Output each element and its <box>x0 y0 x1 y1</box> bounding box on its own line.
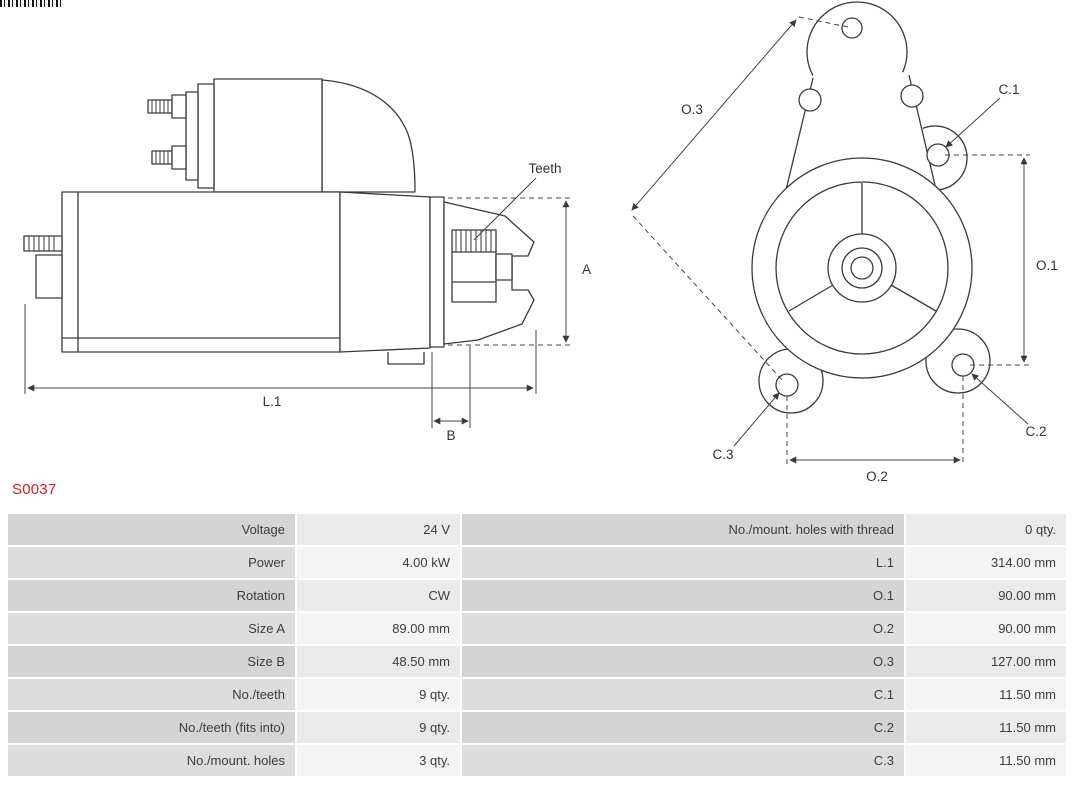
teeth-label: Teeth <box>528 161 561 176</box>
solenoid-body <box>213 78 323 193</box>
dim-c3-label: C.3 <box>712 447 733 462</box>
dim-c2-label: C.2 <box>1025 424 1046 439</box>
terminal-stud-top-threads <box>151 100 169 113</box>
spec-label: Size B <box>8 646 295 677</box>
housing-foot <box>387 352 425 365</box>
spec-label: O.1 <box>462 580 904 611</box>
solenoid-cap-flange <box>197 83 215 189</box>
mount-flange <box>429 196 445 348</box>
front-view-dimensions <box>631 16 1030 466</box>
starter-side-view <box>23 78 535 365</box>
table-row: Size B 48.50 mm O.3 127.00 mm <box>8 646 1066 677</box>
dim-o1-label: O.1 <box>1036 258 1058 273</box>
table-row: No./teeth (fits into) 9 qty. C.2 11.50 m… <box>8 712 1066 743</box>
spec-label: No./mount. holes with thread <box>462 514 904 545</box>
leader-c2 <box>971 373 1029 425</box>
terminal-stud-bottom <box>151 150 173 165</box>
spec-value: 11.50 mm <box>906 679 1066 710</box>
spec-value: CW <box>297 580 460 611</box>
table-row: No./mount. holes 3 qty. C.3 11.50 mm <box>8 745 1066 776</box>
spoke-left <box>788 284 834 312</box>
dim-l1-label: L.1 <box>263 394 282 409</box>
starter-front-view <box>751 1 991 414</box>
spec-label: No./teeth <box>8 679 295 710</box>
spec-value: 9 qty. <box>297 712 460 743</box>
teeth-leader-line <box>473 177 537 241</box>
dim-o3-ext-bottom <box>632 215 784 382</box>
terminal-nut-top <box>171 94 187 119</box>
leader-c3 <box>733 392 780 447</box>
spec-table: Voltage 24 V No./mount. holes with threa… <box>6 512 1068 778</box>
motor-body <box>61 191 341 353</box>
dim-a-label: A <box>582 262 591 277</box>
dim-o3-label: O.3 <box>681 102 703 117</box>
dim-o3-line <box>631 19 797 211</box>
spec-value: 0 qty. <box>906 514 1066 545</box>
shaft-tip <box>495 253 513 281</box>
solenoid-cover <box>321 79 416 193</box>
pinion-gear <box>451 229 497 303</box>
pinion-teeth-hatch <box>455 230 492 252</box>
spec-value: 3 qty. <box>297 745 460 776</box>
dim-o2-label: O.2 <box>866 469 888 484</box>
terminal-nut-bottom <box>171 145 187 170</box>
drive-housing <box>339 191 431 353</box>
dim-c1-label: C.1 <box>998 82 1019 97</box>
neck-fill <box>786 72 938 190</box>
dim-b-label: B <box>446 428 455 443</box>
spec-label: Rotation <box>8 580 295 611</box>
table-row: No./teeth 9 qty. C.1 11.50 mm <box>8 679 1066 710</box>
shaft-center-circle <box>850 256 874 280</box>
spec-value: 9 qty. <box>297 679 460 710</box>
solenoid-end-plate <box>185 91 199 181</box>
spec-label: Size A <box>8 613 295 644</box>
spec-value: 90.00 mm <box>906 613 1066 644</box>
spec-value: 11.50 mm <box>906 712 1066 743</box>
spec-value: 89.00 mm <box>297 613 460 644</box>
spec-value: 24 V <box>297 514 460 545</box>
technical-drawing: Teeth A L.1 B <box>23 1 1058 484</box>
spec-label: Voltage <box>8 514 295 545</box>
side-view-dimensions <box>24 177 574 428</box>
hole-top <box>841 17 863 39</box>
spoke-right <box>890 284 937 312</box>
housing-outer-circle <box>751 157 973 379</box>
spec-label: L.1 <box>462 547 904 578</box>
part-number: S0037 <box>12 481 57 498</box>
spec-label: O.2 <box>462 613 904 644</box>
spec-label: Power <box>8 547 295 578</box>
spec-label: No./mount. holes <box>8 745 295 776</box>
rear-block <box>35 254 63 299</box>
spec-label: C.3 <box>462 745 904 776</box>
table-row: Size A 89.00 mm O.2 90.00 mm <box>8 613 1066 644</box>
spec-label: O.3 <box>462 646 904 677</box>
table-row: Rotation CW O.1 90.00 mm <box>8 580 1066 611</box>
spec-label: C.1 <box>462 679 904 710</box>
table-row: Power 4.00 kW L.1 314.00 mm <box>8 547 1066 578</box>
leader-c1 <box>945 97 1001 148</box>
boss-left <box>798 88 822 112</box>
table-row: Voltage 24 V No./mount. holes with threa… <box>8 514 1066 545</box>
spec-label: No./teeth (fits into) <box>8 712 295 743</box>
face-circle <box>775 181 949 355</box>
terminal-stud-bottom-threads <box>155 151 169 164</box>
spec-value: 127.00 mm <box>906 646 1066 677</box>
rear-stud-threads <box>28 236 55 251</box>
spec-value: 90.00 mm <box>906 580 1066 611</box>
boss-right <box>900 84 924 108</box>
barcode-icon <box>0 0 64 7</box>
rear-stud <box>23 235 63 252</box>
spec-value: 48.50 mm <box>297 646 460 677</box>
spec-value: 11.50 mm <box>906 745 1066 776</box>
spec-label: C.2 <box>462 712 904 743</box>
spec-value: 314.00 mm <box>906 547 1066 578</box>
shaft-circle <box>841 247 883 289</box>
spec-value: 4.00 kW <box>297 547 460 578</box>
